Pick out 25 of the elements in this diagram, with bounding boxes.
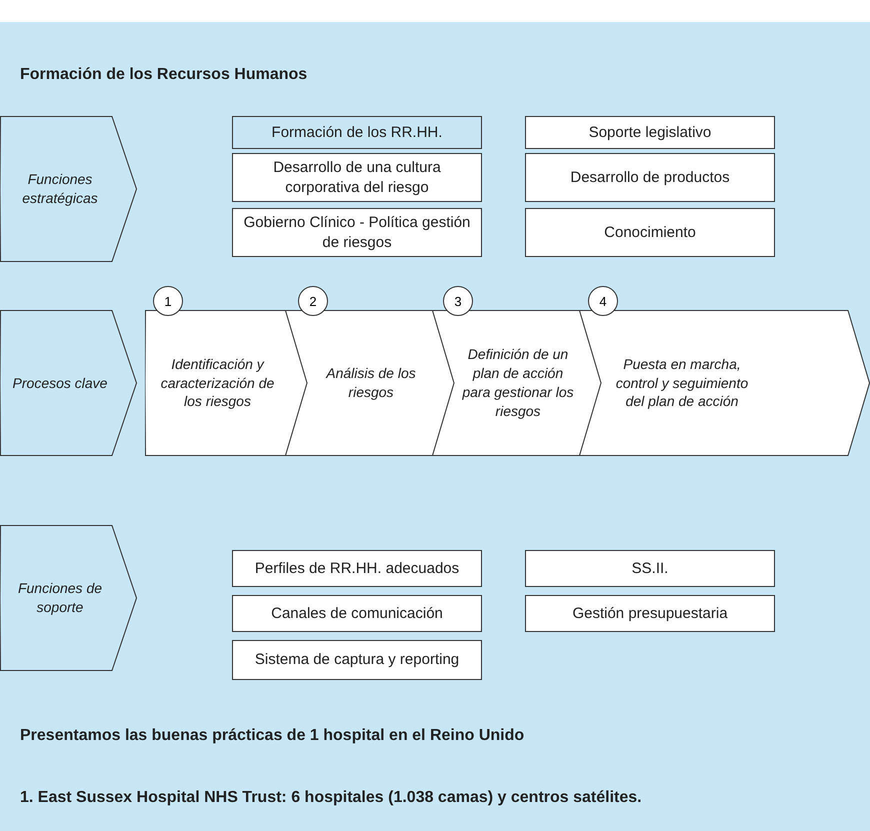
- process-step-label: Puesta en marcha, control y seguimiento del plan de acción: [614, 354, 750, 412]
- function-box: Sistema de captura y reporting: [232, 640, 482, 680]
- diagram-title: Formación de los Recursos Humanos: [20, 66, 308, 84]
- function-box: Conocimiento: [525, 208, 775, 257]
- function-box: Desarrollo de productos: [525, 153, 775, 202]
- step-number-circle: 4: [588, 286, 618, 316]
- function-box: Formación de los RR.HH.: [232, 116, 482, 149]
- step-number-circle: 2: [298, 286, 328, 316]
- process-step-label: Análisis de los riesgos: [324, 364, 417, 402]
- group-label: Funciones estratégicas: [21, 170, 99, 208]
- function-box: Gobierno Clínico - Política gestión de riesgos: [232, 208, 482, 257]
- step-number-circle: 3: [443, 286, 473, 316]
- group-label: Procesos clave: [12, 374, 108, 392]
- step-number-circle: 1: [153, 286, 183, 316]
- process-step-label: Definición de un plan de acción para gestionar los riesgos: [461, 345, 575, 421]
- group-label: Funciones de soporte: [16, 579, 104, 617]
- function-box: Soporte legislativo: [525, 116, 775, 149]
- note-text: 1. East Sussex Hospital NHS Trust: 6 hospitales (1.038 camas) y centros satélites.: [20, 789, 642, 807]
- process-step-label: Identificación y caracterización de los riesgos: [160, 354, 276, 412]
- note-text: Presentamos las buenas prácticas de 1 hospital en el Reino Unido: [20, 727, 524, 745]
- function-box: Desarrollo de una cultura corporativa del riesgo: [232, 153, 482, 202]
- function-box: Canales de comunicación: [232, 595, 482, 632]
- function-box: Gestión presupuestaria: [525, 595, 775, 632]
- function-box: Perfiles de RR.HH. adecuados: [232, 550, 482, 587]
- function-box: SS.II.: [525, 550, 775, 587]
